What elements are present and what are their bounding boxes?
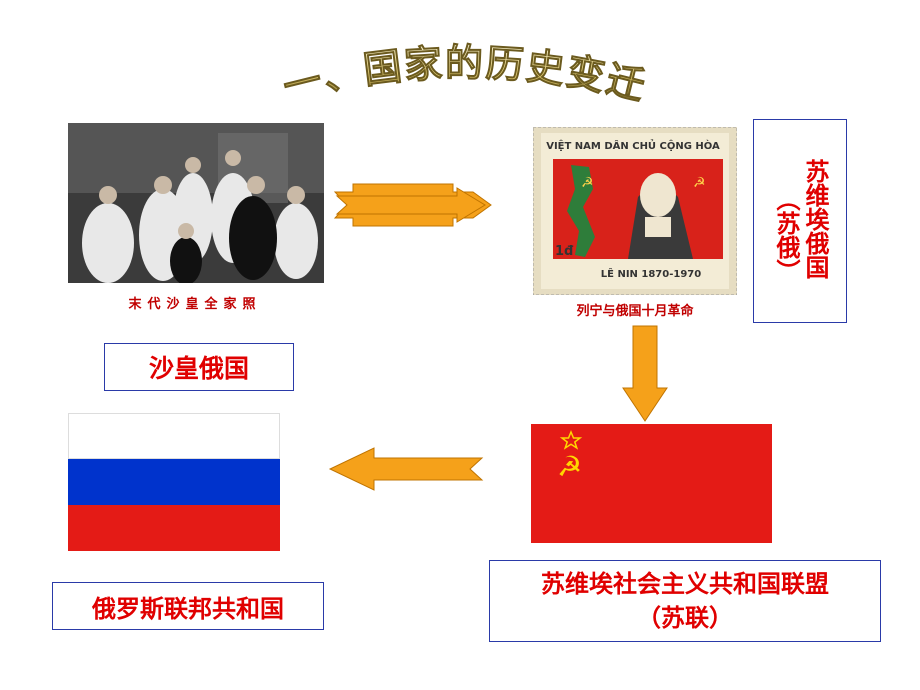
soviet-russia-main-text: 苏维埃俄国 <box>801 159 829 279</box>
hammer-sickle-icon: ☭ <box>581 175 594 191</box>
flag-stripe-white <box>68 413 280 459</box>
ussr-main-text: 苏维埃社会主义共和国联盟 <box>541 570 829 598</box>
hammer-sickle-icon: ☭ <box>557 450 582 483</box>
stamp-country-text: VIỆT NAM DÂN CHỦ CỘNG HÒA <box>546 138 720 152</box>
hammer-sickle-icon: ☭ <box>693 175 706 191</box>
arrow-down-icon <box>622 325 668 422</box>
title-wordart-text: 一、国家的历史变迁 <box>278 41 649 110</box>
ussr-label: 苏维埃社会主义共和国联盟 （苏联） <box>489 560 881 642</box>
tsarist-russia-label: 沙皇俄国 <box>104 343 294 391</box>
arrow-left-icon <box>328 447 484 491</box>
lenin-stamp: VIỆT NAM DÂN CHỦ CỘNG HÒA 1đ LÊ NIN 1870… <box>532 126 738 296</box>
stamp-bottom-text: LÊ NIN 1870-1970 <box>601 267 701 280</box>
soviet-russia-label: 苏维埃俄国 （苏俄） <box>753 119 847 323</box>
ussr-flag: ☭ <box>531 424 772 543</box>
ussr-short-text: （苏联） <box>637 604 733 632</box>
arrow-right-icon <box>333 183 492 227</box>
tsar-photo-caption: 末代沙皇全家照 <box>128 297 262 312</box>
stamp-caption: 列宁与俄国十月革命 <box>576 304 694 319</box>
flag-stripe-red <box>68 505 280 551</box>
star-icon <box>559 430 583 450</box>
flag-stripe-blue <box>68 459 280 505</box>
stamp-denomination: 1đ <box>555 244 574 259</box>
tsar-family-photo <box>68 123 324 283</box>
soviet-russia-short-text: （苏俄） <box>772 187 800 283</box>
russia-flag <box>68 413 280 551</box>
svg-text:一、国家的历史变迁: 一、国家的历史变迁 <box>279 41 652 109</box>
russian-federation-label: 俄罗斯联邦共和国 <box>52 582 324 630</box>
section-title-wordart: 一、国家的历史变迁 <box>278 41 652 110</box>
